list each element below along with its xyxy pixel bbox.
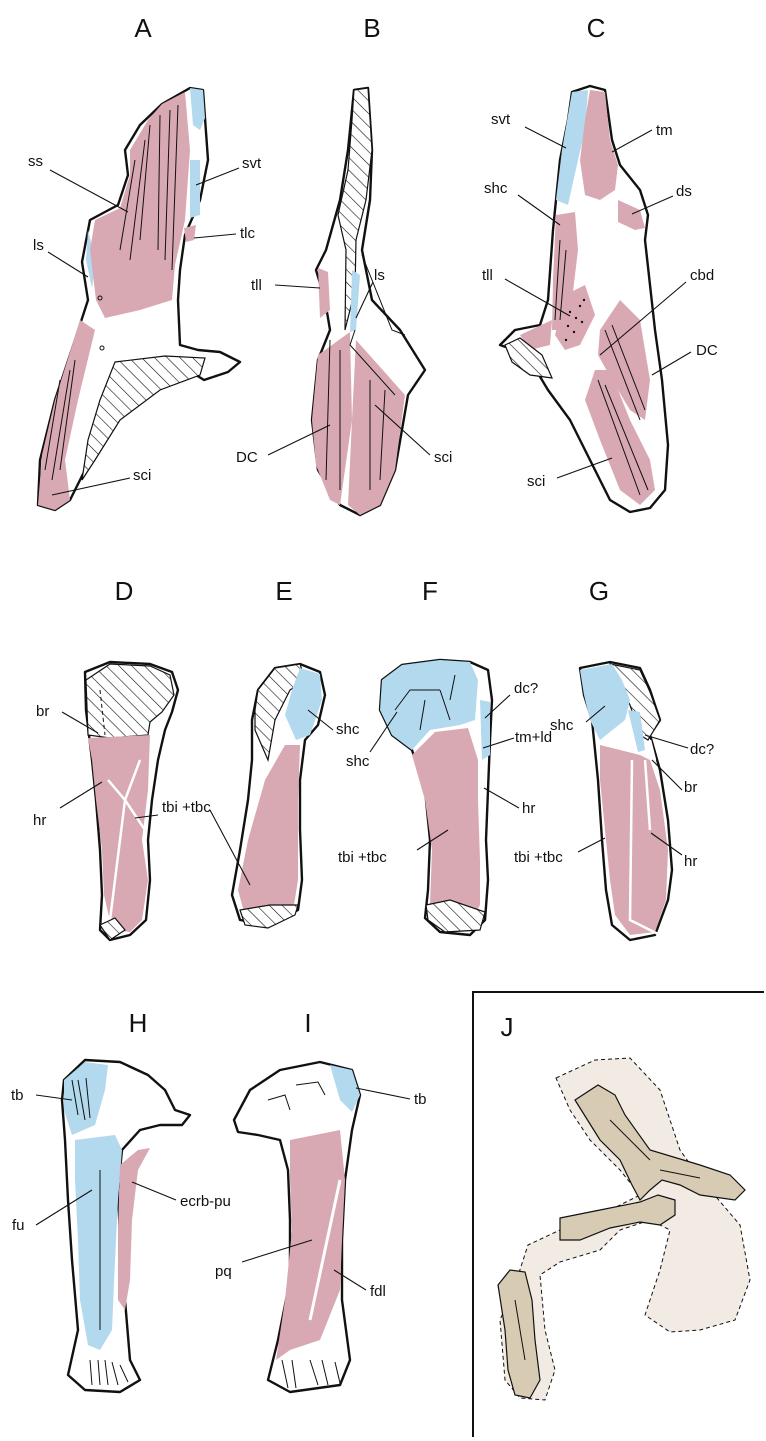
panel-letter-h: H xyxy=(129,1008,148,1038)
panel-h: H tb fu ecrb-pu xyxy=(11,1008,231,1392)
label-dc-b: DC xyxy=(236,449,258,466)
label-sci-a: sci xyxy=(133,467,151,484)
hatched-end-e xyxy=(240,905,298,928)
label-shc-c: shc xyxy=(484,180,508,197)
leader-tb-i xyxy=(356,1088,410,1099)
panel-letter-c: C xyxy=(587,13,606,43)
label-hr-d: hr xyxy=(33,812,46,829)
label-tmld-f: tm+ld xyxy=(515,729,552,746)
label-br-d: br xyxy=(36,703,49,720)
label-tbi-g: tbi +tbc xyxy=(514,849,563,866)
label-tll-b: tll xyxy=(251,277,262,294)
label-svt-a: svt xyxy=(242,155,262,172)
panel-d: D br hr tbi +tbc xyxy=(33,576,211,940)
label-shc-f: shc xyxy=(346,753,370,770)
leader-svt-c xyxy=(525,127,566,148)
label-fu-h: fu xyxy=(12,1217,25,1234)
label-br-g: br xyxy=(684,779,697,796)
panel-letter-j: J xyxy=(501,1012,514,1042)
panel-letter-a: A xyxy=(134,13,152,43)
leader-tll-b xyxy=(275,285,320,288)
label-hr-g: hr xyxy=(684,853,697,870)
label-cbd: cbd xyxy=(690,267,714,284)
panel-letter-f: F xyxy=(422,576,438,606)
panel-g: G shc dc? br tbi +tbc hr xyxy=(514,576,714,940)
label-ls-a: ls xyxy=(33,237,44,254)
label-tbi-d: tbi +tbc xyxy=(162,799,211,816)
panel-a: A ss svt ls tlc sci xyxy=(28,13,262,510)
label-fdl-i: fdl xyxy=(370,1283,386,1300)
label-tb-i: tb xyxy=(414,1091,427,1108)
leader-tlc xyxy=(194,234,236,238)
panel-i: I tb pq fdl xyxy=(215,1008,427,1392)
leader-ss xyxy=(50,170,128,212)
label-tb-h: tb xyxy=(11,1087,24,1104)
label-sci-b: sci xyxy=(434,449,452,466)
label-ds-c: ds xyxy=(676,183,692,200)
panel-j: J xyxy=(473,992,764,1437)
muscle-tbi-d xyxy=(88,735,150,932)
panel-letter-e: E xyxy=(275,576,292,606)
ulna-j xyxy=(560,1195,675,1240)
label-tbi-f: tbi +tbc xyxy=(338,849,387,866)
label-tm-c: tm xyxy=(656,122,673,139)
label-dc-g: dc? xyxy=(690,741,714,758)
label-dc-f: dc? xyxy=(514,680,538,697)
panel-c: C svt tm shc ds tll cbd DC sci xyxy=(482,13,718,512)
panel-letter-d: D xyxy=(115,576,134,606)
leader-tm-c xyxy=(612,130,652,152)
panel-letter-i: I xyxy=(304,1008,311,1038)
muscle-tlc-a xyxy=(184,225,196,242)
label-tlc: tlc xyxy=(240,225,256,242)
label-ecrb-h: ecrb-pu xyxy=(180,1193,231,1210)
label-dc-c: DC xyxy=(696,342,718,359)
label-tll-c: tll xyxy=(482,267,493,284)
panel-letter-b: B xyxy=(363,13,380,43)
svt-area-a xyxy=(190,160,200,218)
panel-e: E shc xyxy=(210,576,360,928)
label-ls-b: ls xyxy=(374,267,385,284)
label-svt-c: svt xyxy=(491,111,511,128)
label-pq-i: pq xyxy=(215,1263,232,1280)
panel-f: F dc? shc tm+ld hr tbi +tbc xyxy=(338,576,552,935)
label-ss: ss xyxy=(28,153,43,170)
ghost-limb-outline xyxy=(500,1058,750,1400)
label-hr-f: hr xyxy=(522,800,535,817)
label-shc-e: shc xyxy=(336,721,360,738)
label-sci-c: sci xyxy=(527,473,545,490)
leader-hr-f xyxy=(484,788,519,808)
leader-tbi-g xyxy=(578,838,605,852)
label-shc-g: shc xyxy=(550,717,574,734)
panel-b: B tll ls DC sci xyxy=(236,13,452,515)
leader-ecrb-h xyxy=(132,1182,176,1200)
muscle-tbi-f xyxy=(412,728,480,925)
panel-letter-g: G xyxy=(589,576,609,606)
muscle-ecrb-h xyxy=(118,1148,150,1310)
leader-shc-c xyxy=(518,195,560,225)
